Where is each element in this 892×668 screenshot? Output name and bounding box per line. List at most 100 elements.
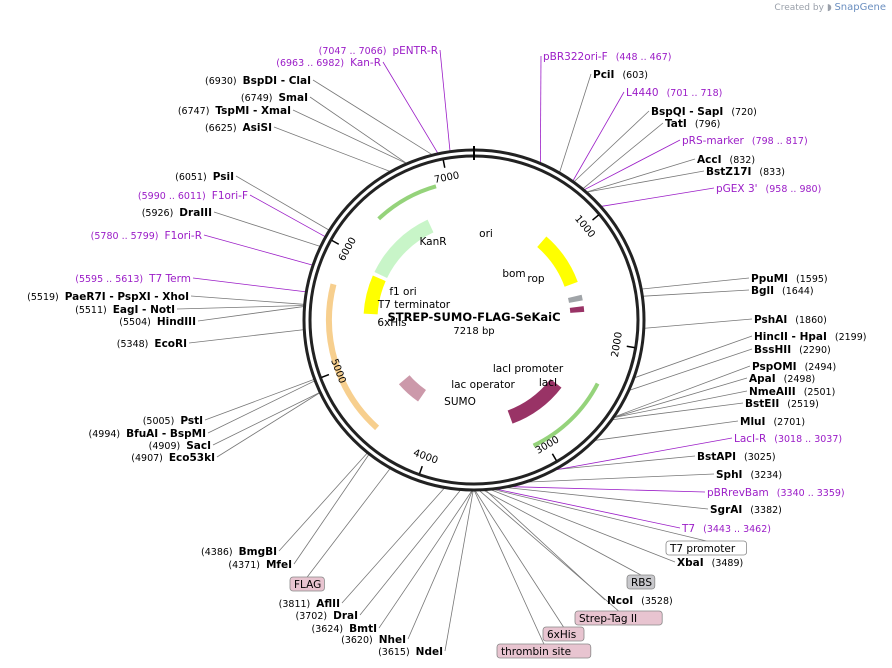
label-name: NdeI: [416, 646, 443, 658]
label-name: SacI: [186, 440, 211, 452]
label-position: (6051): [175, 172, 207, 183]
label-position: (5348): [117, 339, 149, 350]
site-label: NcoI(3528): [607, 595, 673, 607]
leader-line: [595, 420, 739, 441]
primer-label: pBRrevBam(3340 .. 3359): [707, 487, 845, 499]
site-label: (6625) AsiSI: [205, 122, 272, 134]
primer-range: (5780 .. 5799): [91, 231, 159, 242]
leader-line: [203, 234, 313, 266]
label-position: (4909): [149, 441, 181, 452]
primer-label: (5780 .. 5799)F1ori-R: [91, 230, 202, 242]
leader-line: [292, 109, 407, 164]
primer-range: (3018 .. 3037): [774, 434, 842, 445]
primer-range: (701 .. 718): [667, 88, 723, 99]
primer-label: L4440(701 .. 718): [626, 87, 722, 99]
leader-line: [212, 392, 320, 446]
label-position: (3489): [712, 558, 744, 569]
label-position: (3615): [378, 647, 410, 658]
label-name: BssHII: [754, 344, 791, 356]
inner-label: f1 ori: [389, 286, 416, 298]
label-position: (2199): [835, 332, 867, 343]
primer-name: pGEX 3': [716, 183, 758, 195]
leader-line: [216, 392, 320, 458]
site-label: (4907) Eco53kI: [131, 452, 215, 464]
leader-line: [204, 379, 314, 421]
site-label: (5926)DraIII: [142, 207, 212, 219]
label-position: (2701): [773, 417, 805, 428]
tick-label: 2000: [610, 331, 625, 358]
leader-line: [614, 365, 751, 417]
leader-line: [614, 377, 748, 418]
label-name: NcoI: [607, 595, 633, 607]
label-name: BmgBI: [239, 546, 277, 558]
feature-ori: [537, 236, 578, 287]
primer-name: T7 Term: [148, 273, 191, 285]
label-position: (6749): [241, 93, 273, 104]
credit-brand: SnapGene: [834, 2, 886, 13]
leader-line: [475, 490, 564, 628]
primer-range: (958 .. 980): [766, 184, 822, 195]
leader-line: [559, 73, 592, 173]
feature-f1-ori: [363, 275, 386, 315]
leader-line: [528, 473, 715, 483]
site-label: (3811)AflII: [279, 598, 340, 610]
label-name: AsiSI: [243, 122, 272, 134]
label-name: TatI: [665, 118, 687, 130]
label-name: DraIII: [179, 207, 212, 219]
primer-label: (7047 .. 7066)pENTR-R: [319, 45, 438, 57]
feature-box: [542, 626, 585, 642]
primer-range: (3443 .. 3462): [703, 524, 771, 535]
leader-line: [644, 318, 753, 329]
primer-name: Kan-R: [350, 57, 381, 69]
feature-box-label: T7 promoter: [669, 543, 736, 555]
site-label: PciI (603): [593, 69, 648, 81]
label-position: (4907): [131, 453, 163, 464]
label-name: ApaI: [749, 373, 776, 385]
leader-line: [634, 335, 753, 378]
label-name: Eco53kI: [169, 452, 215, 464]
label-name: PstI: [180, 415, 203, 427]
leader-lines: [176, 49, 753, 652]
leader-line: [642, 277, 750, 290]
credit-prefix: Created by: [774, 3, 824, 13]
leader-line: [539, 55, 542, 163]
label-name: NheI: [379, 634, 406, 646]
site-label: (6749)SmaI: [241, 92, 308, 104]
label-position: (832): [729, 155, 755, 166]
site-label: (4371)MfeI: [228, 559, 292, 571]
tick-mark: [551, 453, 558, 462]
label-position: (6930): [205, 76, 237, 87]
leader-line: [557, 455, 696, 470]
leader-line: [629, 348, 753, 391]
label-name: BmtI: [349, 623, 377, 635]
leader-line: [497, 489, 681, 529]
leader-line: [378, 490, 473, 629]
primer-name: pBR322ori-F: [543, 51, 608, 63]
label-position: (1595): [796, 274, 828, 285]
leader-line: [574, 110, 650, 182]
leader-line: [479, 490, 619, 612]
leader-line: [484, 490, 642, 576]
leader-line: [197, 306, 304, 322]
leader-line: [207, 380, 315, 434]
primer-name: pENTR-R: [392, 45, 438, 57]
primer-label: (6963 .. 6982)Kan-R: [276, 57, 381, 69]
primer-range: (448 .. 467): [616, 52, 672, 63]
leader-line: [176, 305, 304, 310]
label-name: PciI: [593, 69, 614, 81]
tick-mark: [626, 345, 635, 349]
label-position: (603): [622, 70, 648, 81]
site-label: SgrAI(3382): [710, 504, 782, 516]
label-position: (5504): [119, 317, 151, 328]
leader-line: [572, 91, 625, 181]
label-position: (2494): [805, 362, 837, 373]
label-position: (6625): [205, 123, 237, 134]
site-label: ApaI(2498): [749, 373, 815, 385]
label-name: PspOMI: [752, 361, 797, 373]
site-label: (6930)BspDI - ClaI: [205, 75, 311, 87]
primer-label: pBR322ori-F (448 .. 467): [543, 51, 671, 63]
site-label: MluI(2701): [740, 416, 805, 428]
primer-name: T7: [681, 523, 695, 535]
